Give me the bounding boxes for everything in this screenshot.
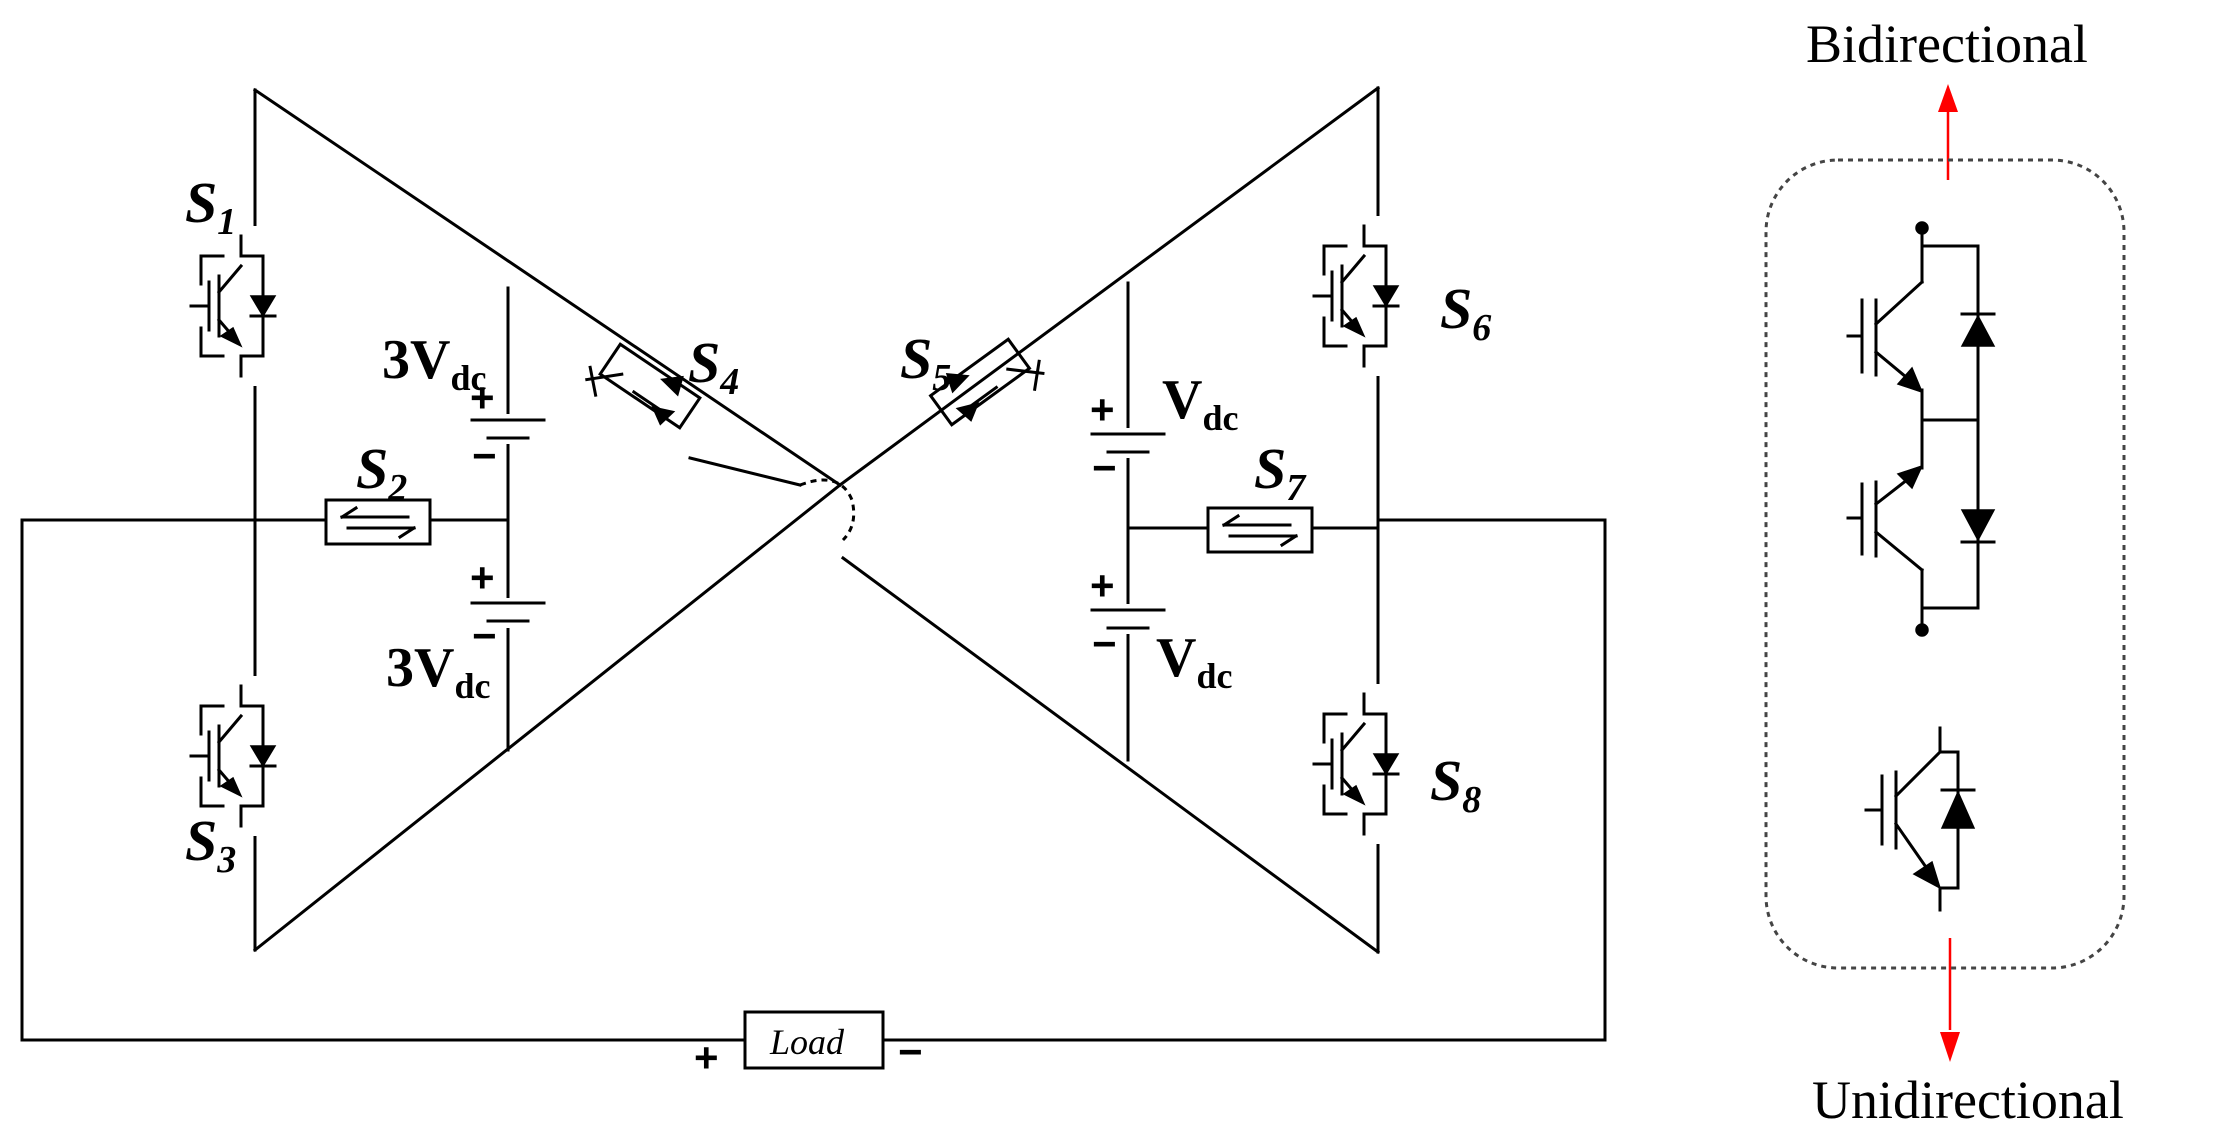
right-bottom-minus: − [1092,620,1117,667]
load-box [743,1010,885,1070]
left-triangle [252,87,843,953]
left-output-wire [20,518,747,1042]
label-s4: S4 [688,330,739,403]
label-s6: S6 [1440,276,1491,349]
switch-s6 [1312,216,1400,376]
load: Load + − [694,1010,923,1081]
source-left-bottom-label: 3Vdc [386,637,490,706]
label-s1: S1 [185,170,236,243]
crossover-jumper [799,478,856,542]
bidirectional-switch-symbol [1846,221,1996,637]
load-plus: + [694,1034,719,1081]
label-s3: S3 [185,808,236,881]
load-label: Load [769,1022,845,1062]
arrow-down-head [1940,1032,1960,1062]
output-loop [20,518,1607,1042]
source-right-bottom [1090,604,1166,634]
left-lower-diagonal [252,482,843,953]
left-upper-diagonal [252,87,843,488]
source-left-top-label: 3Vdc [382,329,486,398]
legend-dotted-frame [1764,158,2126,970]
legend-bidirectional-label: Bidirectional [1806,14,2088,74]
switch-s7 [1206,506,1314,554]
label-s7: S7 [1254,436,1307,509]
source-right-top [1090,428,1166,458]
label-s8: S8 [1430,748,1481,821]
legend-unidirectional-label: Unidirectional [1812,1070,2124,1130]
source-left-top [470,414,546,444]
source-right-top-label: Vdc [1162,369,1238,438]
right-triangle [837,85,1381,955]
left-bottom-minus: − [472,612,497,659]
switch-s4 [577,329,706,446]
label-s2: S2 [356,436,407,509]
label-s5: S5 [900,326,951,399]
right-top-plus: + [1090,386,1115,433]
switch-s1 [189,226,277,386]
right-bottom-plus: + [1090,562,1115,609]
s4-to-crossover-wire [688,456,802,487]
right-lower-diagonal [840,555,1381,955]
switch-s8 [1312,684,1400,844]
switch-type-legend: Bidirectional Unidirectional [1764,14,2126,1130]
right-top-minus: − [1092,444,1117,491]
right-upper-diagonal [837,85,1381,488]
source-right-bottom-label: Vdc [1156,627,1232,696]
arrow-up-head [1938,84,1958,112]
unidirectional-switch-symbol [1864,726,1976,912]
switch-s3 [189,676,277,836]
source-left-bottom [470,598,546,628]
right-output-wire [881,518,1607,1042]
load-minus: − [898,1028,923,1075]
switch-s2 [324,498,432,546]
left-bottom-plus: + [470,554,495,601]
left-top-minus: − [472,432,497,479]
left-top-plus: + [470,374,495,421]
